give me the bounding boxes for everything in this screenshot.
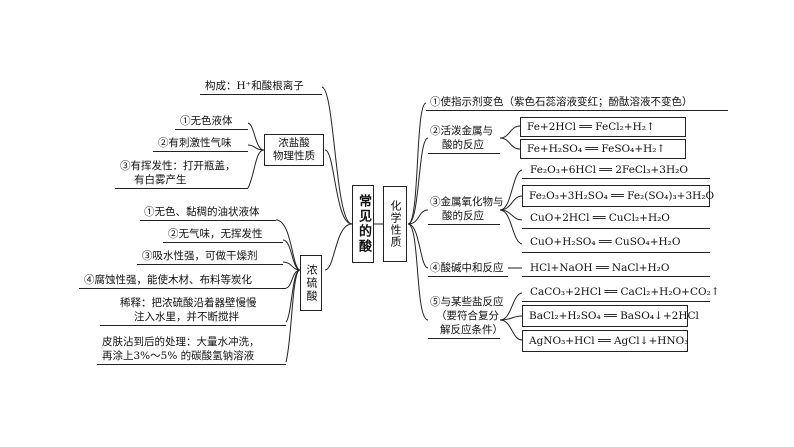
composition-text: 构成：H⁺和酸根离子 (205, 80, 304, 92)
hcl-item-2: ②有刺激性气味 (158, 137, 232, 149)
p3-eq-3: CuO+2HCl ══ CuCl₂+H₂O (530, 212, 670, 224)
hcl-title-line1: 浓盐酸 (278, 137, 310, 149)
p3-eq-4-underline (522, 252, 710, 253)
h2so4-item-4: ④腐蚀性强，能使木材、布料等炭化 (84, 274, 252, 286)
hcl-title-box: 浓盐酸 物理性质 (264, 134, 324, 166)
p5-eq-3: AgNO₃+HCl ══ AgCl↓+HNO₃ (522, 330, 688, 352)
h2so4-item-5-underline (100, 325, 286, 326)
hcl-item-2-underline (153, 151, 248, 152)
p3-eq-3-underline (522, 228, 710, 229)
hcl-item-1: ①无色液体 (180, 115, 233, 127)
h2so4-item-2-underline (163, 242, 283, 243)
p3-eq-1-underline (522, 178, 710, 179)
p3-label-1: ③金属氧化物与 (430, 196, 504, 208)
h2so4-item-1-underline (140, 220, 276, 221)
p2-underline (428, 153, 500, 154)
p3-underline (428, 224, 500, 225)
p5-label-1: ⑤与某些盐反应 (430, 296, 504, 308)
p2-label-2: 酸的反应 (442, 139, 484, 151)
p5-underline (428, 338, 500, 339)
p4-underline (428, 276, 508, 277)
h2so4-item-5b: 注入水里，并不断搅拌 (134, 311, 239, 323)
h2so4-title-box: 浓硫酸 (300, 255, 322, 311)
p4-eq-underline (522, 276, 710, 277)
h2so4-item-6b: 再涂上3%～5% 的碳酸氢钠溶液 (102, 350, 255, 362)
p2-label-1: ②活泼金属与 (430, 125, 493, 137)
p5-label-3: 解反应条件） (440, 324, 503, 336)
p5-eq-2: BaCl₂+H₂SO₄ ══ BaSO₄↓+2HCl (522, 305, 699, 327)
h2so4-item-5a: 稀释：把浓硫酸沿着器壁慢慢 (120, 297, 257, 309)
h2so4-item-6-underline (97, 364, 286, 365)
p4-label: ④酸碱中和反应 (430, 262, 504, 274)
h2so4-item-6a: 皮肤沾到后的处理：大量水冲洗， (102, 336, 260, 348)
p3-label-2: 酸的反应 (442, 210, 484, 222)
h2so4-item-3-underline (137, 264, 283, 265)
hcl-item-3b: 有白雾产生 (134, 174, 187, 186)
h2so4-item-2: ②无气味，无挥发性 (168, 228, 263, 240)
h2so4-item-3: ③吸水性强，可做干燥剂 (142, 250, 258, 262)
composition-underline (200, 94, 322, 95)
hcl-title-line2: 物理性质 (273, 150, 315, 162)
right-title: 化学性质 (389, 200, 402, 248)
p5-eq-1-underline (522, 301, 710, 302)
p2-eq-2: Fe+H₂SO₄ ══ FeSO₄+H₂↑ (520, 139, 686, 159)
hcl-item-1-underline (175, 129, 248, 130)
h2so4-title: 浓硫酸 (305, 263, 318, 303)
right-title-box: 化学性质 (383, 186, 407, 262)
p2-eq-1: Fe+2HCl ══ FeCl₂+H₂↑ (520, 117, 686, 137)
p1-underline (426, 110, 728, 111)
p5-label-2: （要符合复分 (436, 310, 499, 322)
hcl-item-3a: ③有挥发性：打开瓶盖， (120, 160, 236, 172)
p3-eq-1: Fe₂O₃+6HCl ══ 2FeCl₃+3H₂O (530, 164, 688, 176)
center-title-box: 常见的酸 (352, 185, 374, 263)
p4-eq: HCl+NaOH ══ NaCl+H₂O (530, 262, 670, 274)
h2so4-item-4-underline (79, 288, 286, 289)
h2so4-item-1: ①无色、黏稠的油状液体 (144, 206, 260, 218)
hcl-item-3-underline (115, 188, 248, 189)
p5-eq-1: CaCO₃+2HCl ══ CaCl₂+H₂O+CO₂↑ (530, 286, 720, 298)
center-title: 常见的酸 (356, 194, 371, 254)
p3-eq-2: Fe₂O₃+3H₂SO₄ ══ Fe₂(SO₄)₃+3H₂O (522, 185, 714, 207)
p3-eq-4: CuO+H₂SO₄ ══ CuSO₄+H₂O (530, 236, 681, 248)
p1-text: ①使指示剂变色（紫色石蕊溶液变红；酚酞溶液不变色） (430, 96, 693, 108)
